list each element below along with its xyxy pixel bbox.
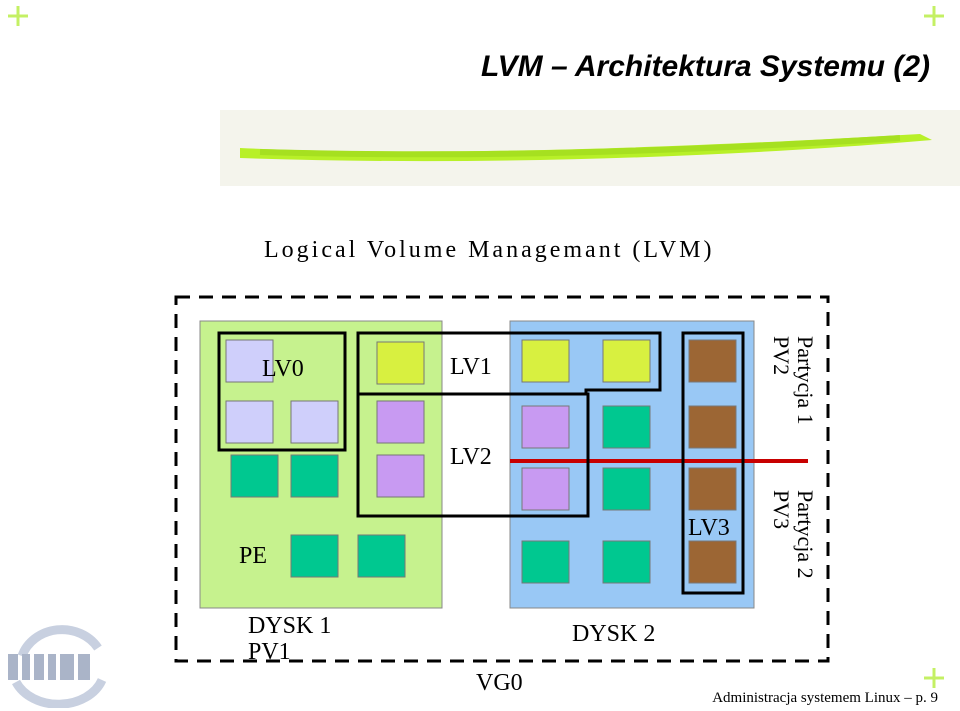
- partition2-pv: PV3: [769, 490, 794, 530]
- physical-extent: [230, 454, 279, 498]
- lv3-label: LV3: [688, 515, 730, 541]
- physical-extent: [290, 454, 339, 498]
- partition1-label: Partycja 1 PV2: [769, 336, 818, 425]
- pe-label: PE: [239, 543, 268, 569]
- physical-extent: [602, 405, 651, 449]
- physical-extent: [688, 540, 737, 584]
- title-underline-decoration: [220, 110, 960, 186]
- physical-extent: [225, 400, 274, 444]
- lv3-outline: [681, 331, 745, 595]
- physical-extent: [521, 540, 570, 584]
- lv2-outline: [356, 392, 590, 518]
- physical-extent: [376, 454, 425, 498]
- physical-extent: [688, 339, 737, 383]
- lv0-label: LV0: [262, 356, 304, 382]
- physical-extent: [602, 339, 651, 383]
- volume-group-label: VG0: [476, 670, 523, 696]
- physical-extent: [290, 534, 339, 578]
- page-title: LVM – Architektura Systemu (2): [480, 50, 930, 83]
- physical-extent: [376, 341, 425, 385]
- lv0-outline: [217, 331, 347, 452]
- corner-star-icon: [924, 668, 944, 688]
- disk1-pv: PV1: [248, 639, 291, 665]
- physical-extent: [376, 400, 425, 444]
- physical-extent: [225, 339, 274, 383]
- volume-group-outline: [174, 295, 830, 663]
- disk1-name: DYSK 1: [248, 613, 332, 639]
- physical-extent: [521, 339, 570, 383]
- footer-text: Administracja systemem Linux – p. 9: [712, 690, 938, 706]
- lv1-label: LV1: [450, 354, 492, 380]
- diagram-subtitle: Logical Volume Managemant (LVM): [264, 237, 715, 263]
- physical-extent: [290, 400, 339, 444]
- physical-extent: [357, 534, 406, 578]
- physical-extent: [602, 540, 651, 584]
- physical-extent: [602, 467, 651, 511]
- corner-star-icon: [8, 6, 28, 26]
- physical-extent: [688, 467, 737, 511]
- physical-extent: [521, 467, 570, 511]
- partition2-name: Partycja 2: [793, 490, 818, 579]
- partition2-label: Partycja 2 PV3: [769, 490, 818, 579]
- disk2-name: DYSK 2: [572, 621, 656, 647]
- partition1-pv: PV2: [769, 336, 794, 376]
- corner-star-icon: [924, 6, 944, 26]
- lv2-label: LV2: [450, 444, 492, 470]
- partition1-name: Partycja 1: [793, 336, 818, 425]
- university-logo-icon: [8, 625, 107, 708]
- physical-extent: [521, 405, 570, 449]
- physical-extent: [688, 405, 737, 449]
